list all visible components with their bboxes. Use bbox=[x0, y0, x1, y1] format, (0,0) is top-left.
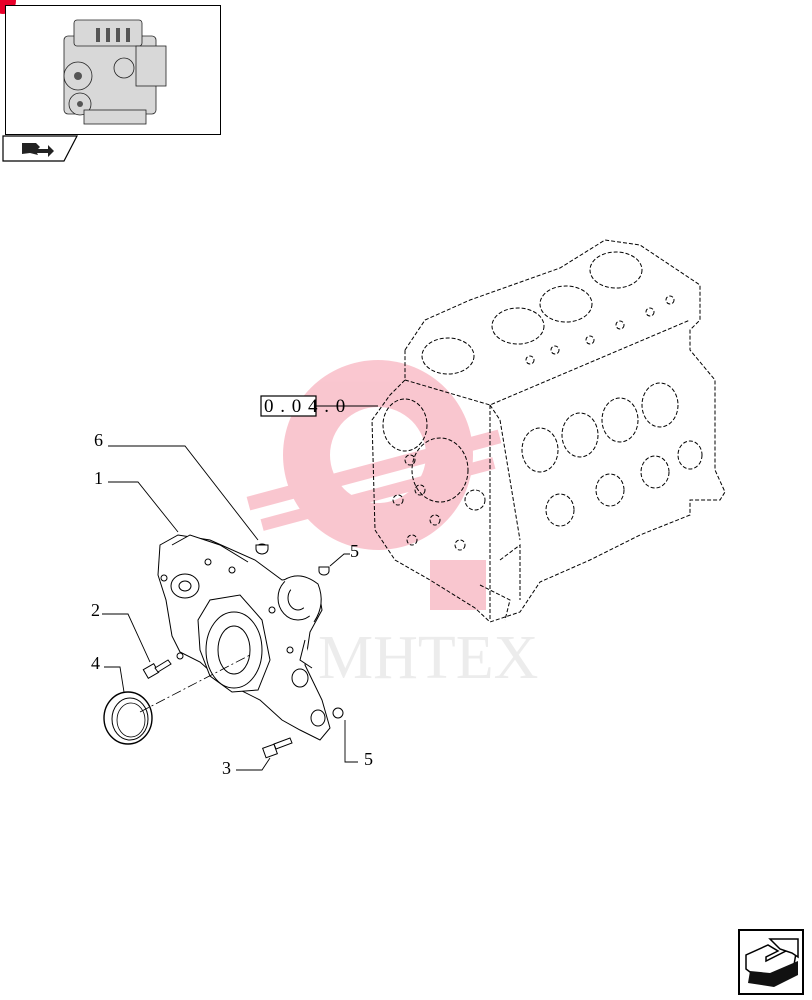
callouts: 6 1 5 2 4 3 5 bbox=[91, 430, 373, 778]
plug-upper bbox=[318, 566, 330, 576]
next-page-button[interactable] bbox=[738, 929, 804, 995]
next-page-arrow-icon bbox=[745, 938, 799, 987]
engine-thumbnail[interactable] bbox=[5, 5, 221, 135]
leader-lines bbox=[102, 445, 358, 771]
reference-label[interactable]: 0 . 0 4 . 0 bbox=[260, 395, 378, 417]
center-axis-line bbox=[139, 654, 251, 713]
plug-lower bbox=[332, 707, 344, 719]
callout-3: 3 bbox=[222, 758, 231, 778]
callout-5-lower: 5 bbox=[364, 749, 373, 769]
callout-5-upper: 5 bbox=[350, 541, 359, 561]
screw bbox=[142, 659, 172, 680]
seal-ring bbox=[103, 691, 153, 745]
callout-1: 1 bbox=[94, 468, 103, 488]
plug bbox=[255, 543, 269, 555]
callout-6: 6 bbox=[94, 430, 103, 450]
reference-text: 0 . 0 4 . 0 bbox=[264, 396, 346, 417]
engine-block bbox=[371, 239, 726, 623]
book-arrow-icon[interactable] bbox=[2, 135, 78, 163]
watermark: MHTEX bbox=[246, 360, 538, 692]
engine-thumbnail-icon bbox=[63, 19, 167, 125]
bolt bbox=[262, 737, 293, 759]
callout-4: 4 bbox=[91, 653, 100, 673]
callout-2: 2 bbox=[91, 600, 100, 620]
timing-cover bbox=[157, 534, 331, 741]
watermark-text: MHTEX bbox=[318, 624, 538, 692]
